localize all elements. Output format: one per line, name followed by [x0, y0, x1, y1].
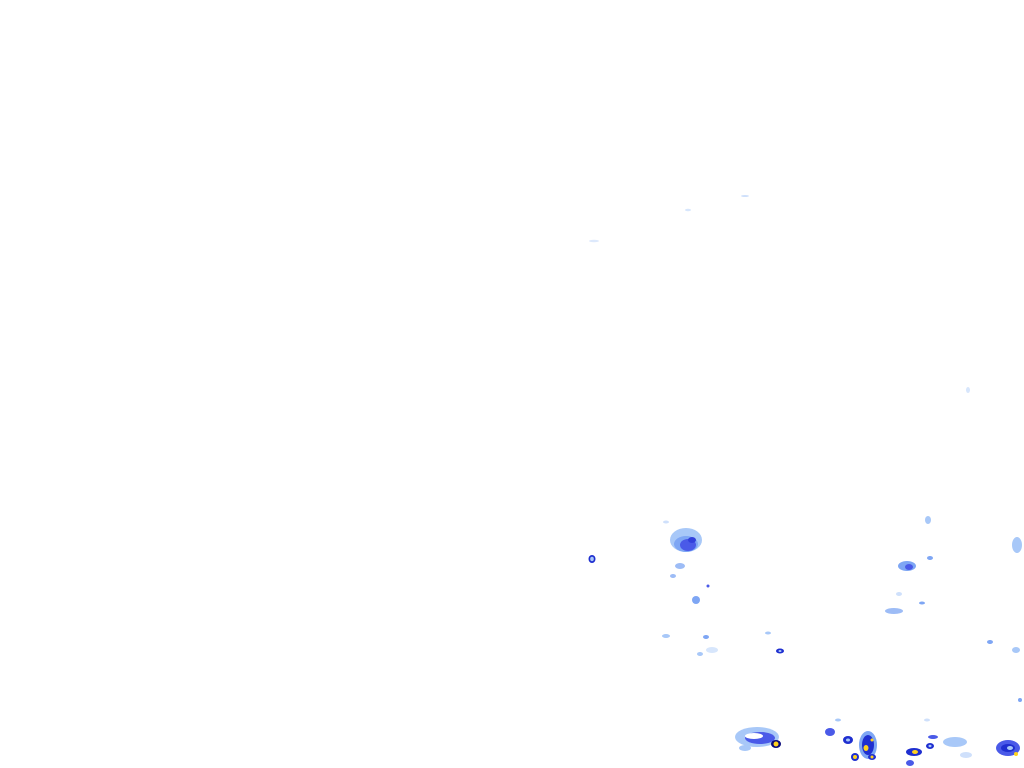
precip-cell: [1018, 698, 1022, 702]
precip-cell: [960, 752, 972, 758]
precip-cell: [928, 735, 938, 739]
precip-band-south: [735, 698, 1022, 766]
precip-cell: [987, 640, 993, 644]
precip-cell: [885, 608, 903, 614]
precip-cell: [912, 750, 918, 754]
precip-cell: [862, 735, 874, 755]
precip-cell: [846, 738, 850, 742]
precip-cell: [739, 745, 751, 751]
precip-cell: [924, 718, 930, 722]
precip-cell: [919, 601, 925, 605]
precip-cell: [706, 584, 710, 588]
precip-cell: [662, 634, 670, 638]
precip-cell: [863, 745, 869, 751]
precip-cell: [590, 556, 594, 562]
precip-scatter-east: [885, 516, 1022, 653]
precip-cell: [663, 520, 669, 524]
precip-cell: [870, 755, 874, 759]
precip-cell: [1014, 752, 1018, 756]
precip-cell: [825, 728, 835, 736]
precip-cell: [1012, 647, 1020, 653]
precip-cell: [905, 564, 913, 570]
precip-cell: [853, 755, 857, 759]
precip-cell: [943, 737, 967, 747]
precip-cell: [692, 596, 700, 604]
precip-cluster-central: [663, 520, 710, 604]
precip-cell: [745, 733, 763, 739]
precip-cell: [896, 592, 902, 596]
precip-cell: [928, 744, 932, 748]
precip-cell: [685, 208, 691, 212]
precip-cell: [741, 195, 749, 197]
precip-cell: [670, 574, 676, 578]
precip-cell: [778, 650, 782, 652]
precip-cell: [1012, 537, 1022, 553]
precip-cell: [925, 516, 931, 524]
precip-cell: [1007, 746, 1013, 750]
precip-cell: [589, 239, 599, 243]
precip-cell: [906, 760, 914, 766]
precip-scatter-south-central: [662, 631, 784, 656]
precip-cell: [675, 563, 685, 569]
precip-cell: [697, 652, 703, 656]
isolated-storm-cell: [588, 555, 596, 563]
precip-cell: [706, 647, 718, 653]
precip-cell: [688, 537, 696, 543]
precip-cell: [870, 738, 874, 742]
precip-cell: [927, 556, 933, 560]
precip-cell: [773, 741, 779, 747]
trace-echoes-north: [589, 195, 970, 393]
precip-cell: [966, 387, 970, 393]
precip-cell: [765, 631, 771, 635]
precip-cell: [703, 635, 709, 639]
precip-cell: [835, 718, 841, 722]
